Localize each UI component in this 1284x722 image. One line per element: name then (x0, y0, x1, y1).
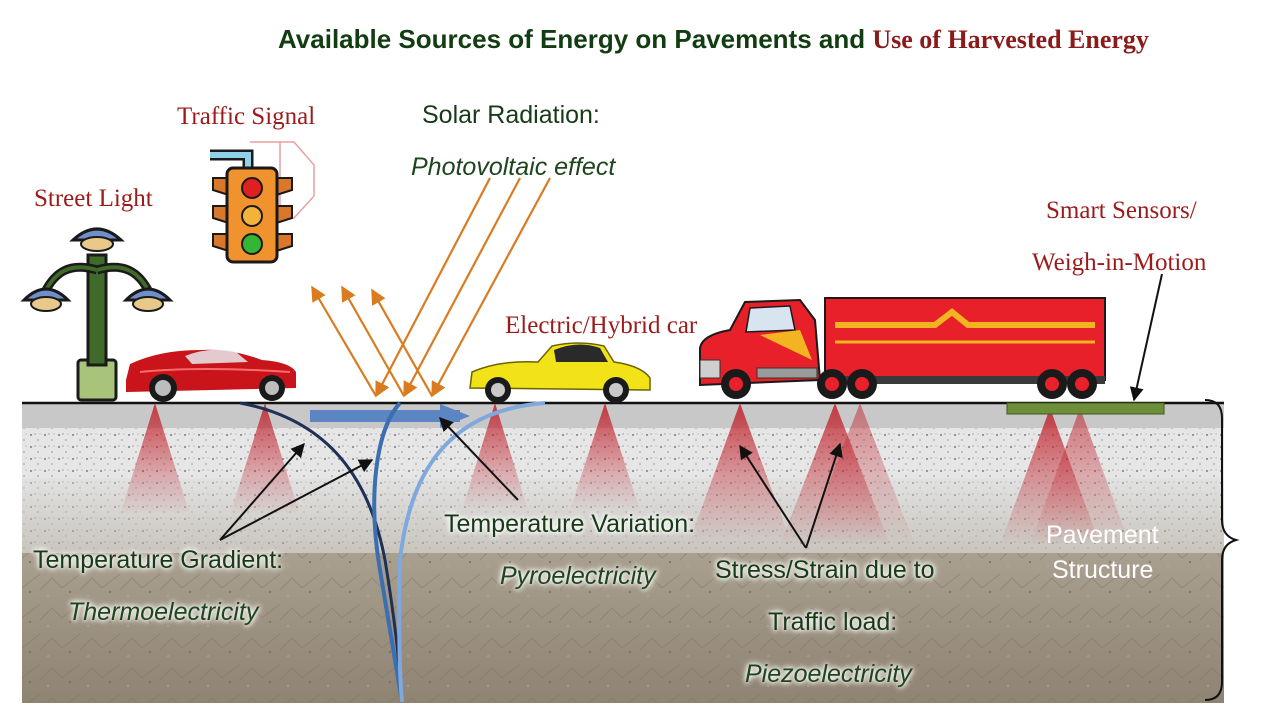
pointer-arrows (219, 273, 1163, 549)
label-smart-sensors: Smart Sensors/ (1046, 197, 1197, 224)
red-car (126, 349, 296, 402)
label-electric-car: Electric/Hybrid car (505, 312, 698, 339)
stress-cones (120, 403, 1130, 545)
title-part2: Use of Harvested Energy (872, 25, 1149, 54)
label-stress-strain: Stress/Strain due to (715, 556, 935, 584)
thermal-gradient-curves (239, 401, 546, 703)
label-solar-radiation: Solar Radiation: (422, 101, 600, 129)
truck (699, 297, 1106, 399)
title-part1: Available Sources of Energy on Pavements… (278, 24, 866, 54)
label-traffic-load: Traffic load: (768, 608, 898, 636)
label-pyroelectricity: Pyroelectricity (500, 562, 656, 590)
label-pavement: Pavement (1046, 521, 1159, 549)
label-temperature-variation: Temperature Variation: (444, 510, 696, 538)
pavement-brace (1204, 399, 1240, 701)
yellow-car (469, 342, 651, 403)
page-title: Available Sources of Energy on Pavements… (278, 26, 1149, 53)
label-piezoelectricity: Piezoelectricity (745, 660, 912, 688)
sensor-strip (1006, 402, 1165, 415)
label-thermoelectricity: Thermoelectricity (68, 598, 259, 626)
label-temperature-gradient: Temperature Gradient: (33, 546, 284, 574)
label-street-light: Street Light (34, 185, 153, 212)
label-photovoltaic: Photovoltaic effect (411, 153, 616, 181)
label-traffic-signal: Traffic Signal (177, 103, 316, 130)
traffic-signal (210, 141, 315, 264)
label-structure: Structure (1052, 556, 1154, 584)
label-weigh-in-motion: Weigh-in-Motion (1032, 249, 1207, 276)
street-light (20, 227, 174, 402)
solar-rays (311, 177, 551, 398)
